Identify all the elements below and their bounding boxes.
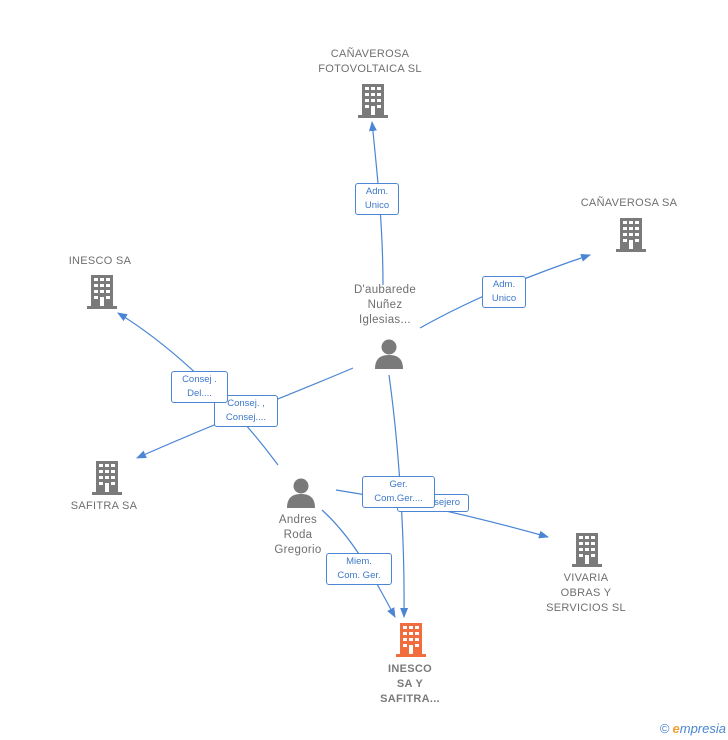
edge-label-consej-consej[interactable]: Consej. , Consej....	[214, 395, 278, 427]
node-label-daubarede[interactable]: D'aubarede Nuñez Iglesias...	[353, 284, 417, 326]
building-icon[interactable]	[87, 275, 117, 309]
person-icon[interactable]	[287, 478, 315, 509]
edge-label-miem-com[interactable]: Miem. Com. Ger.	[326, 553, 392, 585]
edge-label-ger-com[interactable]: Ger. Com.Ger....	[362, 476, 435, 508]
brand-logo-text: mpresia	[679, 721, 726, 736]
node-label-inesco-safitra[interactable]: INESCO SA Y SAFITRA...	[380, 663, 440, 705]
focus-building-icon[interactable]	[396, 623, 426, 657]
edge-label-consej-del[interactable]: Consej . Del....	[171, 371, 228, 403]
brand-logo-initial: e	[672, 721, 680, 736]
person-icon[interactable]	[375, 339, 403, 370]
node-label-safitra-sa[interactable]: SAFITRA SA	[70, 500, 138, 512]
copyright-symbol: ©	[659, 721, 670, 736]
footer-brand[interactable]: ©empresia	[660, 721, 726, 736]
node-label-inesco-sa[interactable]: INESCO SA	[68, 255, 132, 267]
edge-label-adm-unico[interactable]: Adm. Unico	[355, 183, 399, 215]
building-icon[interactable]	[572, 533, 602, 567]
node-label-vivaria[interactable]: VIVARIA OBRAS Y SERVICIOS SL	[546, 572, 626, 614]
node-label-andres[interactable]: Andres Roda Gregorio	[274, 514, 322, 556]
building-icon[interactable]	[616, 218, 646, 252]
node-label-canaverosa-sa[interactable]: CAÑAVEROSA SA	[580, 197, 678, 209]
building-icon[interactable]	[358, 84, 388, 118]
node-label-canaverosa-fotovoltaica[interactable]: CAÑAVEROSA FOTOVOLTAICA SL	[318, 48, 422, 75]
building-icon[interactable]	[92, 461, 122, 495]
edge-label-adm-unico-2[interactable]: Adm. Unico	[482, 276, 526, 308]
